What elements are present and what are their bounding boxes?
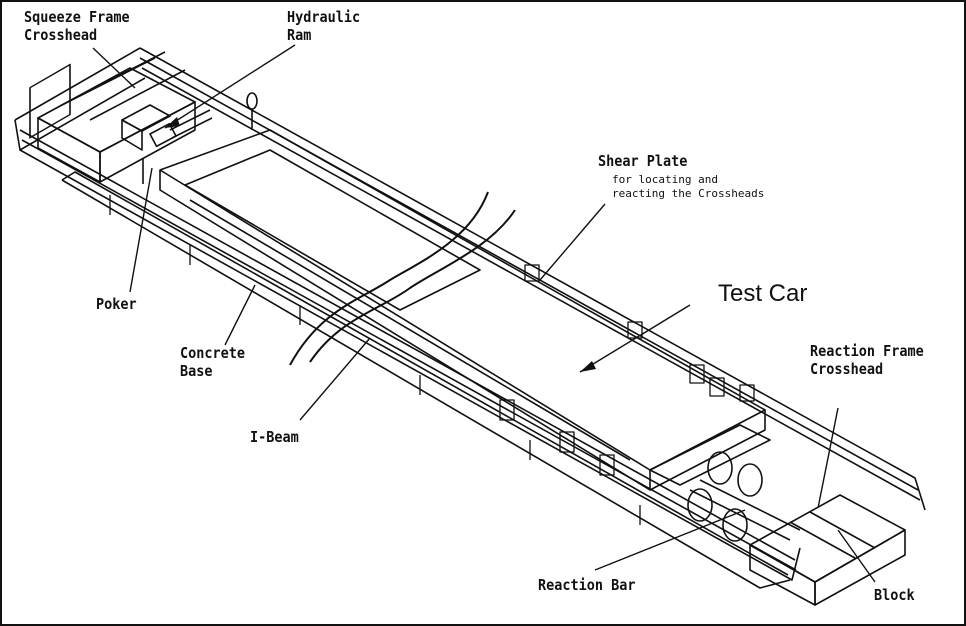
test-car-body [159,129,771,491]
frame-posts [109,195,755,525]
test-car-label: Test Car [718,280,808,307]
i-beam-label: I-Beam [250,428,299,446]
concrete-base-label-line2: Base [180,362,213,380]
concrete-base [61,171,791,589]
poker-label: Poker [96,295,137,313]
break-lines [289,191,516,366]
arrowheads [165,117,596,372]
hydraulic-ram-label-line1: Hydraulic [287,8,361,26]
reaction-bar-mechanism [687,451,801,542]
near-rail [14,119,801,581]
hydraulic-ram-label-line2: Ram [287,26,312,44]
squeeze-frame-label-line2: Crosshead [24,26,98,44]
concrete-base-label-line1: Concrete [180,344,246,362]
squeeze-end-frame [14,47,146,151]
reaction-frame-label-line1: Reaction Frame [810,342,924,360]
reaction-crosshead [749,494,906,606]
reaction-bar-label: Reaction Bar [538,576,636,594]
reaction-frame-label-line2: Crosshead [810,360,884,378]
shear-plate-sublabel-line2: reacting the Crossheads [612,187,765,200]
shear-plate-sublabel-line1: for locating and [612,173,718,186]
leader-lines [92,44,876,583]
squeeze-frame-label-line1: Squeeze Frame [24,8,130,26]
shear-plate-label: Shear Plate [598,152,688,170]
poker-post [142,92,258,184]
hydraulic-ram [121,104,213,151]
block-label: Block [874,586,915,604]
squeeze-crosshead [37,51,196,183]
